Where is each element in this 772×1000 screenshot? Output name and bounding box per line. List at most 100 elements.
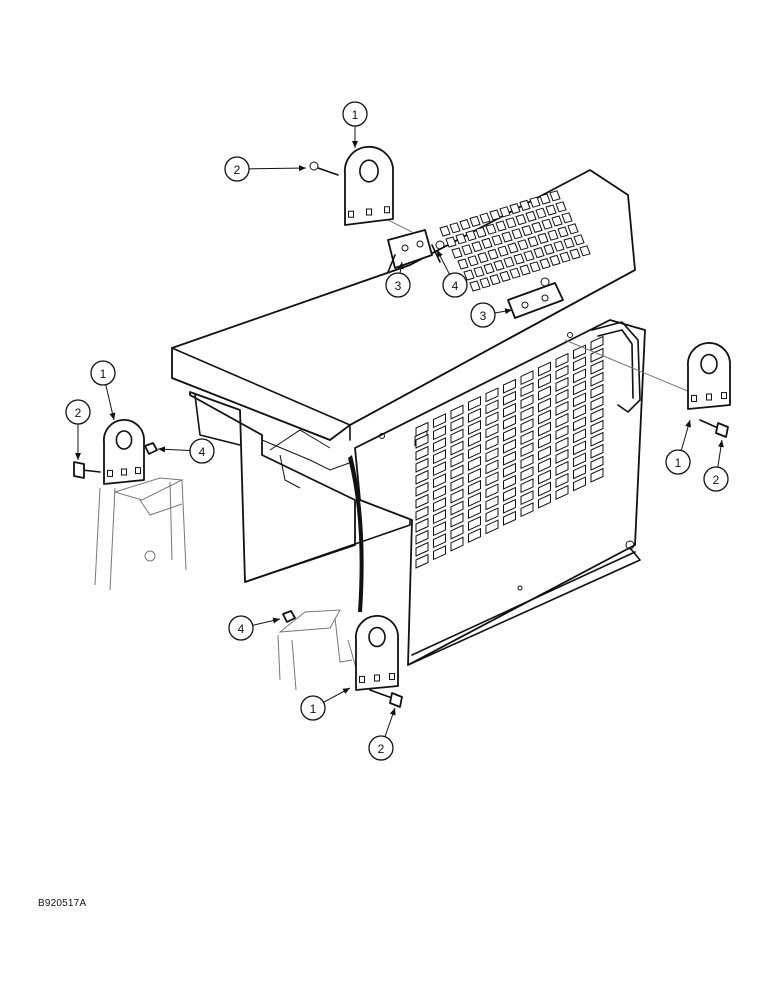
vent-slot — [531, 221, 543, 234]
grille-slot — [520, 382, 534, 398]
vent-slot — [455, 233, 467, 245]
vent-slot — [465, 229, 477, 242]
grille-slot — [415, 505, 429, 521]
vent-slot — [459, 218, 471, 231]
grille-slot — [415, 529, 429, 545]
vent-slot — [549, 190, 561, 202]
vent-slot — [477, 251, 489, 264]
grille-slot — [433, 521, 446, 537]
grille-slot — [450, 512, 464, 528]
grille-slot — [415, 445, 429, 461]
vent-slot — [439, 225, 451, 237]
grille-slot — [555, 460, 569, 476]
grille-slot — [520, 418, 534, 434]
vent-slot — [559, 251, 571, 263]
grille-slot — [590, 371, 604, 387]
grille-slot — [520, 490, 534, 506]
vent-slot — [563, 237, 575, 249]
grille-slot — [485, 423, 499, 439]
grab-handle — [591, 321, 641, 413]
vent-slot — [511, 228, 523, 240]
grille-slot — [503, 414, 516, 430]
vent-slot — [485, 223, 497, 235]
vent-slot — [461, 244, 473, 256]
grille-slot — [590, 335, 604, 351]
grille-slot — [503, 438, 516, 454]
grille-slot — [555, 436, 569, 452]
grille-slot — [538, 397, 551, 413]
grille-slot — [468, 515, 481, 531]
callout-number: 1 — [352, 108, 359, 122]
grille-slot — [538, 493, 551, 509]
callout-nut: 4 — [436, 249, 468, 298]
figure-code: B920517A — [38, 898, 87, 909]
grille-slot — [590, 347, 604, 363]
grille-slot — [485, 399, 499, 415]
vent-slot — [547, 229, 559, 241]
vent-slot — [539, 193, 551, 205]
grille-slot — [520, 430, 534, 446]
callout-number: 1 — [100, 367, 107, 381]
grille-slot — [555, 484, 569, 500]
retaining-strap — [348, 455, 364, 612]
grille-slot — [538, 469, 551, 485]
vent-slot — [555, 201, 567, 213]
vent-slot — [467, 255, 479, 267]
grille-slot — [590, 467, 604, 483]
grille-slot — [468, 455, 481, 471]
vent-slot — [451, 247, 463, 259]
grille-slot — [468, 503, 481, 519]
vent-slot — [567, 223, 579, 235]
grille-slot — [468, 479, 481, 495]
grille-slot — [590, 455, 604, 471]
grille-slot — [555, 412, 569, 428]
mount-plate — [355, 615, 399, 691]
callout-number: 4 — [452, 279, 459, 293]
grille-slot — [468, 431, 481, 447]
grille-slot — [433, 449, 446, 465]
callout-number: 3 — [395, 279, 402, 293]
callout-number: 4 — [238, 622, 245, 636]
grille-slot — [573, 404, 586, 420]
grille-slot — [415, 541, 429, 557]
grille-slot — [468, 443, 481, 459]
callout-mount-plate: 1 — [665, 419, 691, 475]
grille-slot — [520, 370, 534, 386]
grille-slot — [415, 553, 429, 569]
vent-slot — [503, 256, 515, 268]
grille-slot — [590, 431, 604, 447]
grille-slot — [538, 421, 551, 437]
grille-slot — [433, 497, 446, 513]
vent-slot — [469, 215, 481, 228]
vent-slot — [445, 236, 457, 248]
grille-slot — [433, 533, 446, 549]
grille-slot — [415, 457, 429, 473]
grille-slot — [503, 486, 516, 502]
vent-slot — [543, 243, 555, 256]
vent-slot — [515, 213, 527, 226]
grille-slot — [503, 426, 516, 442]
vent-slot — [527, 235, 539, 248]
grille-slot — [538, 433, 551, 449]
grille-slot — [450, 428, 464, 444]
grille-slot — [450, 476, 464, 492]
grille-slot — [503, 378, 516, 394]
vent-slot — [557, 226, 569, 238]
grille-slot — [433, 425, 446, 441]
grille-slot — [538, 373, 551, 389]
grille-slot — [590, 407, 604, 423]
grille-slot — [520, 454, 534, 470]
grille-slot — [485, 435, 499, 451]
vent-slot — [549, 254, 561, 267]
grille-slot — [503, 390, 516, 406]
grille-slot — [450, 536, 464, 552]
grille-slot — [538, 457, 551, 473]
vent-slot — [489, 209, 501, 221]
grille-slot — [520, 466, 534, 482]
vent-slot — [539, 257, 551, 270]
grille-slot — [433, 485, 446, 501]
grille-slot — [450, 488, 464, 504]
vent-slot — [499, 270, 511, 283]
grille-slot — [555, 424, 569, 440]
